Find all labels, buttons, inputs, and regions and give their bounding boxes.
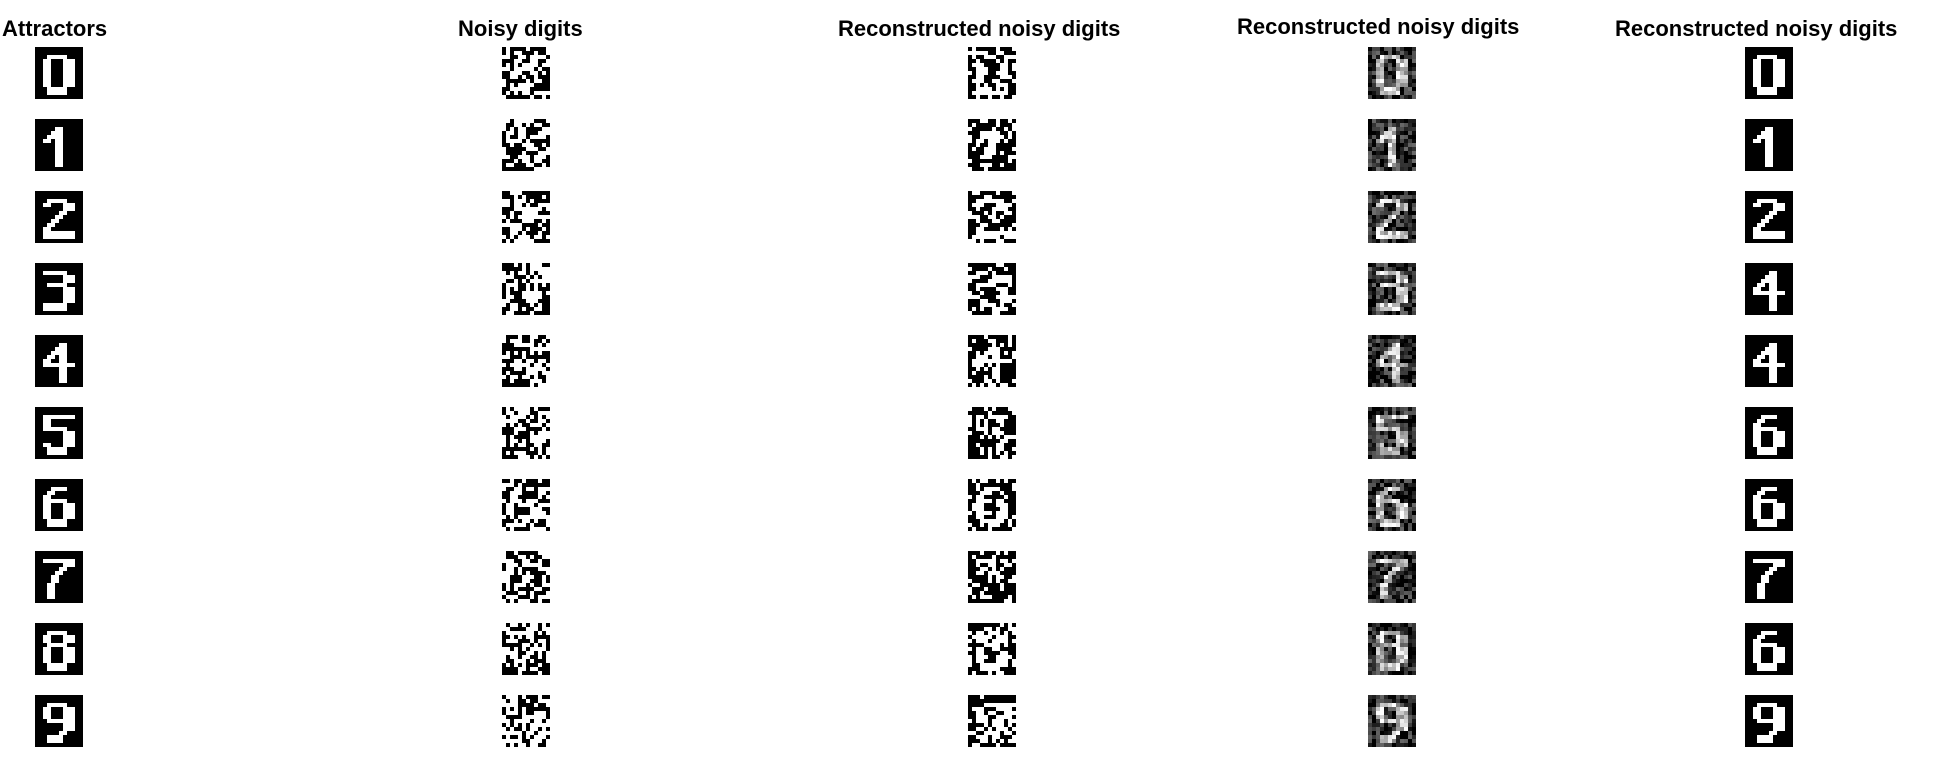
digit-image-c5-r8	[1745, 623, 1793, 675]
column-title-reconstructed-2: Reconstructed noisy digits	[1237, 14, 1520, 39]
digit-image-c4-r1	[1368, 119, 1416, 171]
digit-image-c4-r4	[1368, 335, 1416, 387]
digit-image-c2-r9	[502, 695, 550, 747]
digit-image-c3-r2	[968, 191, 1016, 243]
column-title-reconstructed-3: Reconstructed noisy digits	[1615, 16, 1898, 41]
digit-image-c1-r0	[35, 47, 83, 99]
digit-image-c1-r3	[35, 263, 83, 315]
digit-image-c5-r6	[1745, 479, 1793, 531]
digit-image-c4-r0	[1368, 47, 1416, 99]
digit-image-c3-r4	[968, 335, 1016, 387]
digit-image-c3-r8	[968, 623, 1016, 675]
digit-image-c5-r7	[1745, 551, 1793, 603]
column-title-reconstructed-1: Reconstructed noisy digits	[838, 16, 1121, 41]
digit-image-c4-r7	[1368, 551, 1416, 603]
digit-image-c2-r0	[502, 47, 550, 99]
digit-image-c2-r5	[502, 407, 550, 459]
digit-image-c1-r1	[35, 119, 83, 171]
digit-image-c5-r9	[1745, 695, 1793, 747]
digit-image-c1-r2	[35, 191, 83, 243]
digit-image-c5-r5	[1745, 407, 1793, 459]
digit-image-c4-r5	[1368, 407, 1416, 459]
digit-image-c3-r7	[968, 551, 1016, 603]
digit-image-c1-r6	[35, 479, 83, 531]
digit-image-c3-r6	[968, 479, 1016, 531]
digit-image-c1-r7	[35, 551, 83, 603]
digit-image-c4-r9	[1368, 695, 1416, 747]
digit-image-c2-r2	[502, 191, 550, 243]
digit-image-c1-r5	[35, 407, 83, 459]
digit-image-c5-r1	[1745, 119, 1793, 171]
digit-image-c5-r0	[1745, 47, 1793, 99]
digit-image-c2-r4	[502, 335, 550, 387]
digit-image-c2-r1	[502, 119, 550, 171]
column-title-noisy-digits: Noisy digits	[458, 16, 583, 41]
digit-image-c3-r1	[968, 119, 1016, 171]
digit-image-c2-r6	[502, 479, 550, 531]
digit-image-c5-r2	[1745, 191, 1793, 243]
digit-image-c5-r3	[1745, 263, 1793, 315]
digit-image-c3-r0	[968, 47, 1016, 99]
digit-image-c4-r2	[1368, 191, 1416, 243]
digit-image-c2-r7	[502, 551, 550, 603]
column-title-attractors: Attractors	[2, 16, 108, 41]
digit-image-c1-r4	[35, 335, 83, 387]
digit-image-c5-r4	[1745, 335, 1793, 387]
digit-image-c1-r8	[35, 623, 83, 675]
digit-image-c4-r6	[1368, 479, 1416, 531]
digit-image-c4-r8	[1368, 623, 1416, 675]
digit-image-c3-r5	[968, 407, 1016, 459]
digit-image-c2-r8	[502, 623, 550, 675]
digit-image-c4-r3	[1368, 263, 1416, 315]
digit-image-c1-r9	[35, 695, 83, 747]
digit-image-c2-r3	[502, 263, 550, 315]
digit-image-c3-r3	[968, 263, 1016, 315]
digit-image-c3-r9	[968, 695, 1016, 747]
